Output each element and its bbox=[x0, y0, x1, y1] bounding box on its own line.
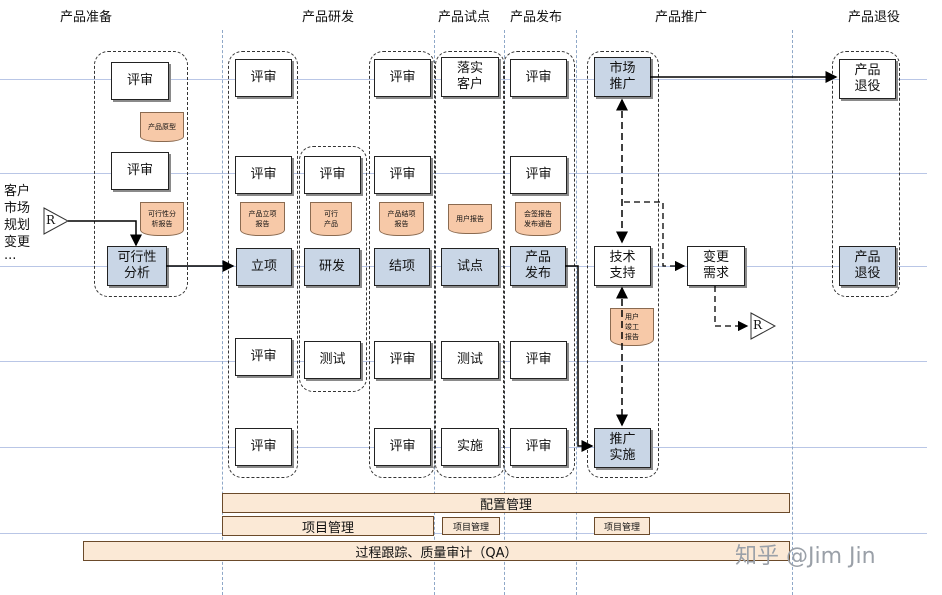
development-box: 研发 bbox=[304, 248, 360, 286]
rd1-review-box-1: 评审 bbox=[235, 59, 292, 97]
change-request-box: 变更 需求 bbox=[687, 246, 745, 286]
release-review-box-1: 评审 bbox=[510, 59, 567, 97]
pilot-test-box: 测试 bbox=[441, 341, 499, 379]
user-report-document: 用户报告 bbox=[448, 204, 492, 234]
product-retire-box-top: 产品 退役 bbox=[839, 59, 896, 99]
feasibility-report-document: 可行性分 析报告 bbox=[140, 202, 184, 236]
group-retire bbox=[832, 51, 900, 297]
release-review-box-3: 评审 bbox=[510, 341, 567, 379]
closing-report-document: 产品结项 报告 bbox=[379, 202, 424, 236]
feasibility-analysis-box: 可行性 分析 bbox=[107, 246, 167, 286]
group-release bbox=[503, 51, 575, 478]
rd3-review-box-1: 评审 bbox=[374, 59, 431, 97]
phase-header-release: 产品发布 bbox=[510, 10, 563, 25]
rd1-review-box-4: 评审 bbox=[235, 428, 292, 466]
technical-support-box: 技术 支持 bbox=[594, 246, 651, 286]
phase-header-promotion: 产品推广 bbox=[655, 10, 708, 25]
prep-review-box-1: 评审 bbox=[111, 62, 169, 100]
connector-r-out bbox=[750, 312, 776, 340]
group-pilot bbox=[435, 51, 505, 478]
connector-r-in-label: R bbox=[46, 213, 56, 227]
phase-header-pilot: 产品试点 bbox=[438, 10, 491, 25]
rd3-review-box-2: 评审 bbox=[374, 156, 431, 194]
phase-header-rd: 产品研发 bbox=[302, 10, 355, 25]
rd1-review-box-2: 评审 bbox=[235, 156, 292, 194]
feasible-product-document: 可行 产品 bbox=[310, 202, 352, 236]
rd1-review-box-3: 评审 bbox=[235, 338, 292, 376]
promotion-implementation-box: 推广 实施 bbox=[594, 428, 651, 468]
swimlane-line bbox=[0, 173, 927, 174]
product-retire-box: 产品 退役 bbox=[839, 246, 896, 286]
prep-review-box-2: 评审 bbox=[111, 152, 169, 190]
rd2-review-box: 评审 bbox=[304, 156, 361, 194]
release-review-box-2: 评审 bbox=[510, 156, 567, 194]
connector-r-in bbox=[43, 207, 69, 235]
phase-separator bbox=[222, 30, 223, 595]
zhihu-watermark: 知乎 @Jim Jin bbox=[735, 544, 876, 569]
group-prep bbox=[94, 51, 188, 297]
rd3-review-box-4: 评审 bbox=[374, 428, 431, 466]
group-rd-3 bbox=[369, 51, 435, 478]
process-tracking-qa-bar: 过程跟踪、质量审计（QA） bbox=[83, 541, 790, 561]
confirm-customer-box: 落实 客户 bbox=[441, 57, 499, 97]
project-initiation-box: 立项 bbox=[236, 248, 292, 286]
phase-separator bbox=[792, 30, 793, 595]
project-report-document: 产品立项 报告 bbox=[240, 202, 285, 236]
customer-planning-change-label: 客户 市场 规划 变更 ··· bbox=[4, 184, 31, 267]
phase-separator bbox=[576, 30, 577, 595]
project-management-bar-1: 项目管理 bbox=[222, 516, 434, 536]
project-management-bar-2: 项目管理 bbox=[442, 517, 500, 535]
project-management-bar-3: 项目管理 bbox=[594, 517, 650, 535]
prototype-document: 产品原型 bbox=[140, 112, 184, 142]
product-release-box: 产品 发布 bbox=[510, 246, 566, 286]
phase-header-retire: 产品退役 bbox=[848, 10, 901, 25]
rd2-test-box: 测试 bbox=[304, 341, 361, 379]
release-notice-document: 会签报告 发布通告 bbox=[515, 202, 561, 236]
release-review-box-4: 评审 bbox=[510, 428, 567, 466]
group-promotion bbox=[587, 51, 659, 478]
group-rd-2 bbox=[299, 146, 367, 392]
config-management-bar: 配置管理 bbox=[222, 493, 790, 513]
rd3-review-box-3: 评审 bbox=[374, 341, 431, 379]
pilot-implementation-box: 实施 bbox=[441, 428, 499, 466]
project-closing-box: 结项 bbox=[374, 248, 430, 286]
pilot-box: 试点 bbox=[441, 248, 499, 286]
phase-header-prep: 产品准备 bbox=[60, 10, 113, 25]
connector-r-out-label: R bbox=[753, 318, 763, 332]
